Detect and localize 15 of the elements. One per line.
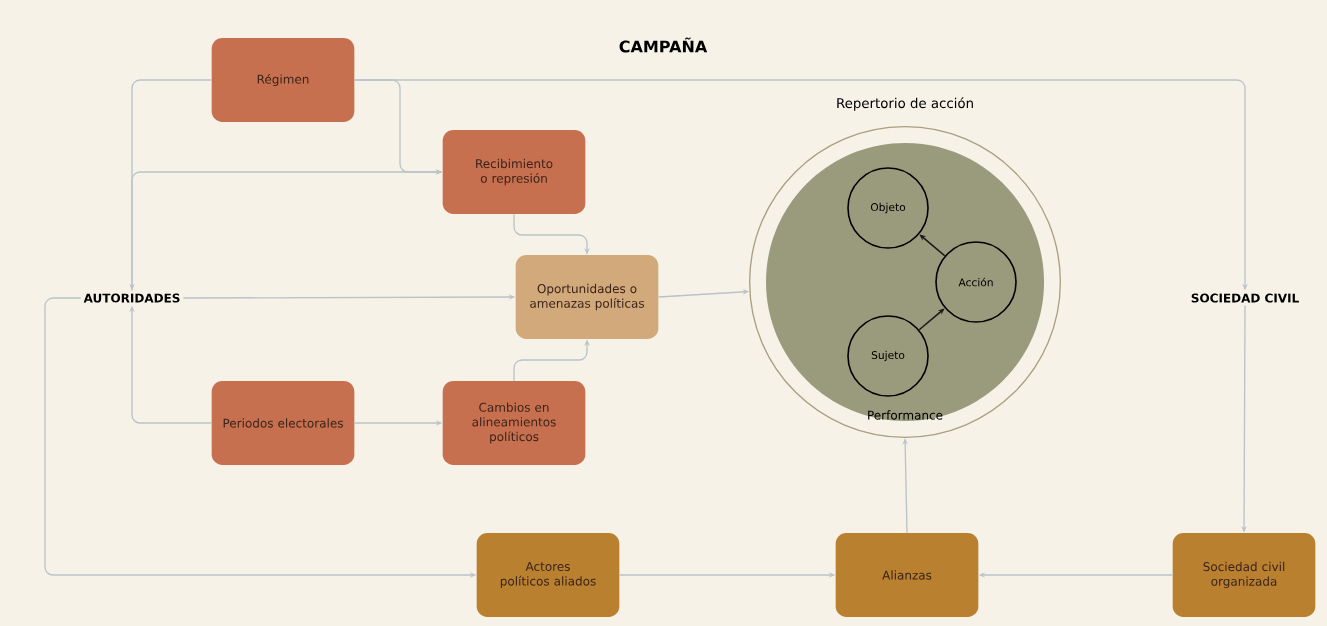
side-label: AUTORIDADES xyxy=(83,293,180,303)
process-box: Recibimiento o represión xyxy=(442,130,586,214)
side-label: SOCIEDAD CIVIL xyxy=(1191,293,1299,303)
process-box: Sociedad civil organizada xyxy=(1172,533,1316,617)
title: CAMPAÑA xyxy=(619,37,708,53)
arrow xyxy=(902,438,908,534)
node-label: Repertorio de acción xyxy=(837,97,973,111)
process-box: Actores políticos aliados xyxy=(476,533,620,617)
process-box: Régimen xyxy=(211,38,355,122)
arrow xyxy=(919,234,946,257)
arrow xyxy=(918,308,945,331)
process-box: Oportunidades o amenazas políticas xyxy=(515,255,659,339)
process-box: Periodos electorales xyxy=(211,381,355,465)
process-box: Cambios en alineamientos políticos xyxy=(442,381,586,465)
process-box: Alianzas xyxy=(835,533,979,617)
